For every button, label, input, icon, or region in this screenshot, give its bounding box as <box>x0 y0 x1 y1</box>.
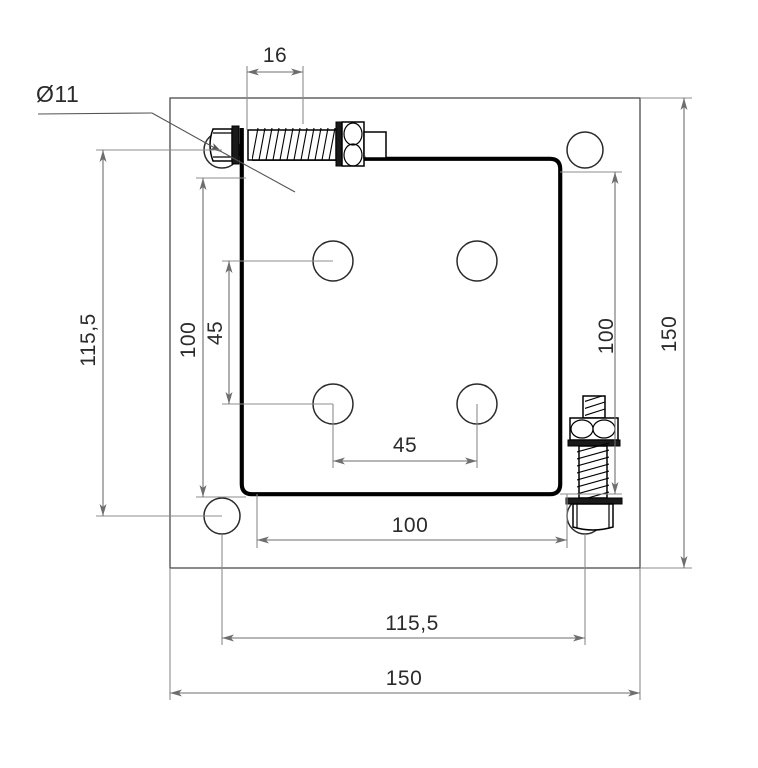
dimension-100-bottom-label: 100 <box>392 514 429 537</box>
center-hole-top-right <box>456 240 498 282</box>
dimension-150-right: 150 <box>640 97 692 569</box>
dimension-115-5-left: 115,5 <box>77 149 222 517</box>
hole-diameter-label: Ø11 <box>36 81 79 107</box>
top-bolt-thread-end <box>363 131 387 159</box>
bottom-bolt-thread <box>578 445 608 499</box>
callout-shelf-line <box>37 112 153 115</box>
bottom-bolt-lower-washer <box>565 497 623 505</box>
dimension-16-label: 16 <box>263 44 287 67</box>
callout-leader-2 <box>221 151 296 193</box>
callout-leader-1 <box>151 112 223 153</box>
dimension-100-bottom: 100 <box>256 494 568 548</box>
dimension-100-right-label: 100 <box>595 318 618 355</box>
dimension-100-left: 100 <box>177 177 246 498</box>
center-holes-group <box>312 240 498 425</box>
dimension-100-left-label: 100 <box>177 322 200 359</box>
dimension-115-5-bottom: 115,5 <box>221 534 586 645</box>
dimension-150-bottom-label: 150 <box>386 667 423 690</box>
top-bolt-assembly <box>209 121 387 167</box>
bottom-bolt-head <box>572 503 614 531</box>
dimension-115-5-bottom-label: 115,5 <box>385 612 439 635</box>
u-bracket <box>239 128 563 497</box>
dimension-100-right: 100 <box>560 171 622 495</box>
dimension-45-left: 45 <box>204 260 333 405</box>
top-bracket-flange <box>335 121 343 167</box>
corner-holes-group <box>203 131 604 535</box>
dimension-45-left-label: 45 <box>204 321 227 345</box>
dimension-16-top: 16 <box>246 44 304 130</box>
dimension-150-bottom: 150 <box>169 568 641 700</box>
dimension-150-right-label: 150 <box>658 316 681 353</box>
mounting-plate <box>169 97 641 569</box>
dimension-45-middle-label: 45 <box>393 434 417 457</box>
top-thread-hatch <box>252 128 336 161</box>
bottom-bolt-washer <box>567 439 621 447</box>
hole-top-right <box>566 131 604 169</box>
dimension-115-5-left-label: 115,5 <box>77 313 100 367</box>
hole-diameter-callout: Ø11 <box>36 81 296 193</box>
dimension-45-middle: 45 <box>332 404 478 468</box>
bottom-bolt-assembly <box>565 395 623 531</box>
top-bolt-washer <box>231 125 240 165</box>
